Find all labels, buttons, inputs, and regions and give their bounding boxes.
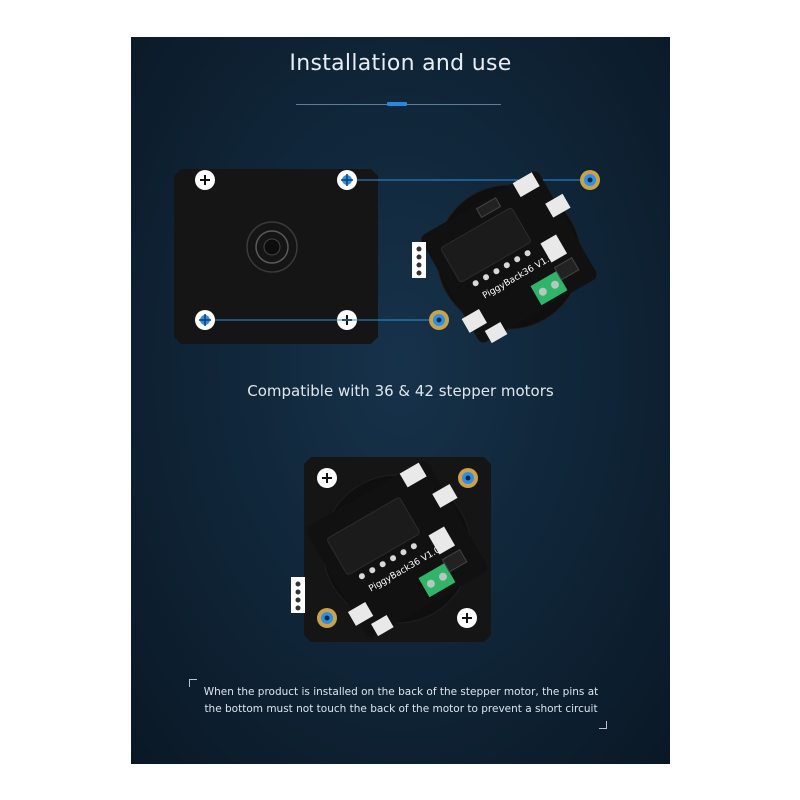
heater-terminal <box>418 563 456 598</box>
jst-connector <box>432 484 458 508</box>
top-illustration: PiggyBack36 V1.0 <box>174 169 600 344</box>
jst-connector <box>484 322 508 344</box>
bottom-illustration: PiggyBack36 V1.0 <box>291 457 491 642</box>
heater-terminal <box>530 271 568 306</box>
plus-mark-icon <box>317 468 337 488</box>
standoff <box>458 468 478 488</box>
warning-line-2: the bottom must not touch the back of th… <box>204 703 598 715</box>
plus-mark-icon <box>457 608 477 628</box>
frame-corner <box>189 679 197 687</box>
title-accent-bar <box>387 102 407 106</box>
stepper-motor <box>174 169 378 344</box>
motor-connector <box>440 207 531 283</box>
jst-connector <box>540 234 568 263</box>
shaft-ring-icon <box>246 221 298 273</box>
content-panel: Installation and use <box>131 37 670 764</box>
jst-connector <box>399 462 427 488</box>
crosshair-blue-icon <box>337 170 357 190</box>
jst-connector <box>545 193 571 218</box>
standoff <box>317 608 337 628</box>
warning-note: When the product is installed on the bac… <box>189 679 607 729</box>
plus-mark-icon <box>195 170 215 190</box>
page-title: Installation and use <box>289 51 512 76</box>
pin-header <box>475 197 502 219</box>
standoff <box>580 170 600 190</box>
warning-line-1: When the product is installed on the bac… <box>203 686 599 698</box>
jst-connector <box>371 615 394 637</box>
jst-connector <box>428 526 456 555</box>
motor-pin-tab <box>412 242 426 278</box>
standoff <box>429 310 449 330</box>
motor-body <box>174 169 378 344</box>
crosshair-blue-icon <box>195 310 215 330</box>
piggyback-board-mounted: PiggyBack36 V1.0 <box>306 460 488 638</box>
jst-connector <box>461 308 487 333</box>
compatibility-caption: Compatible with 36 & 42 stepper motors <box>247 382 554 400</box>
jst-connector <box>512 172 540 198</box>
frame-corner <box>599 721 607 729</box>
jst-connector <box>347 601 374 626</box>
motor-pin-tab <box>291 577 305 613</box>
warning-text: When the product is installed on the bac… <box>201 684 601 718</box>
piggyback-board: PiggyBack36 V1.0 <box>421 171 597 344</box>
pin-header <box>553 257 580 281</box>
pin-header <box>441 549 468 573</box>
motor-connector <box>327 497 420 575</box>
